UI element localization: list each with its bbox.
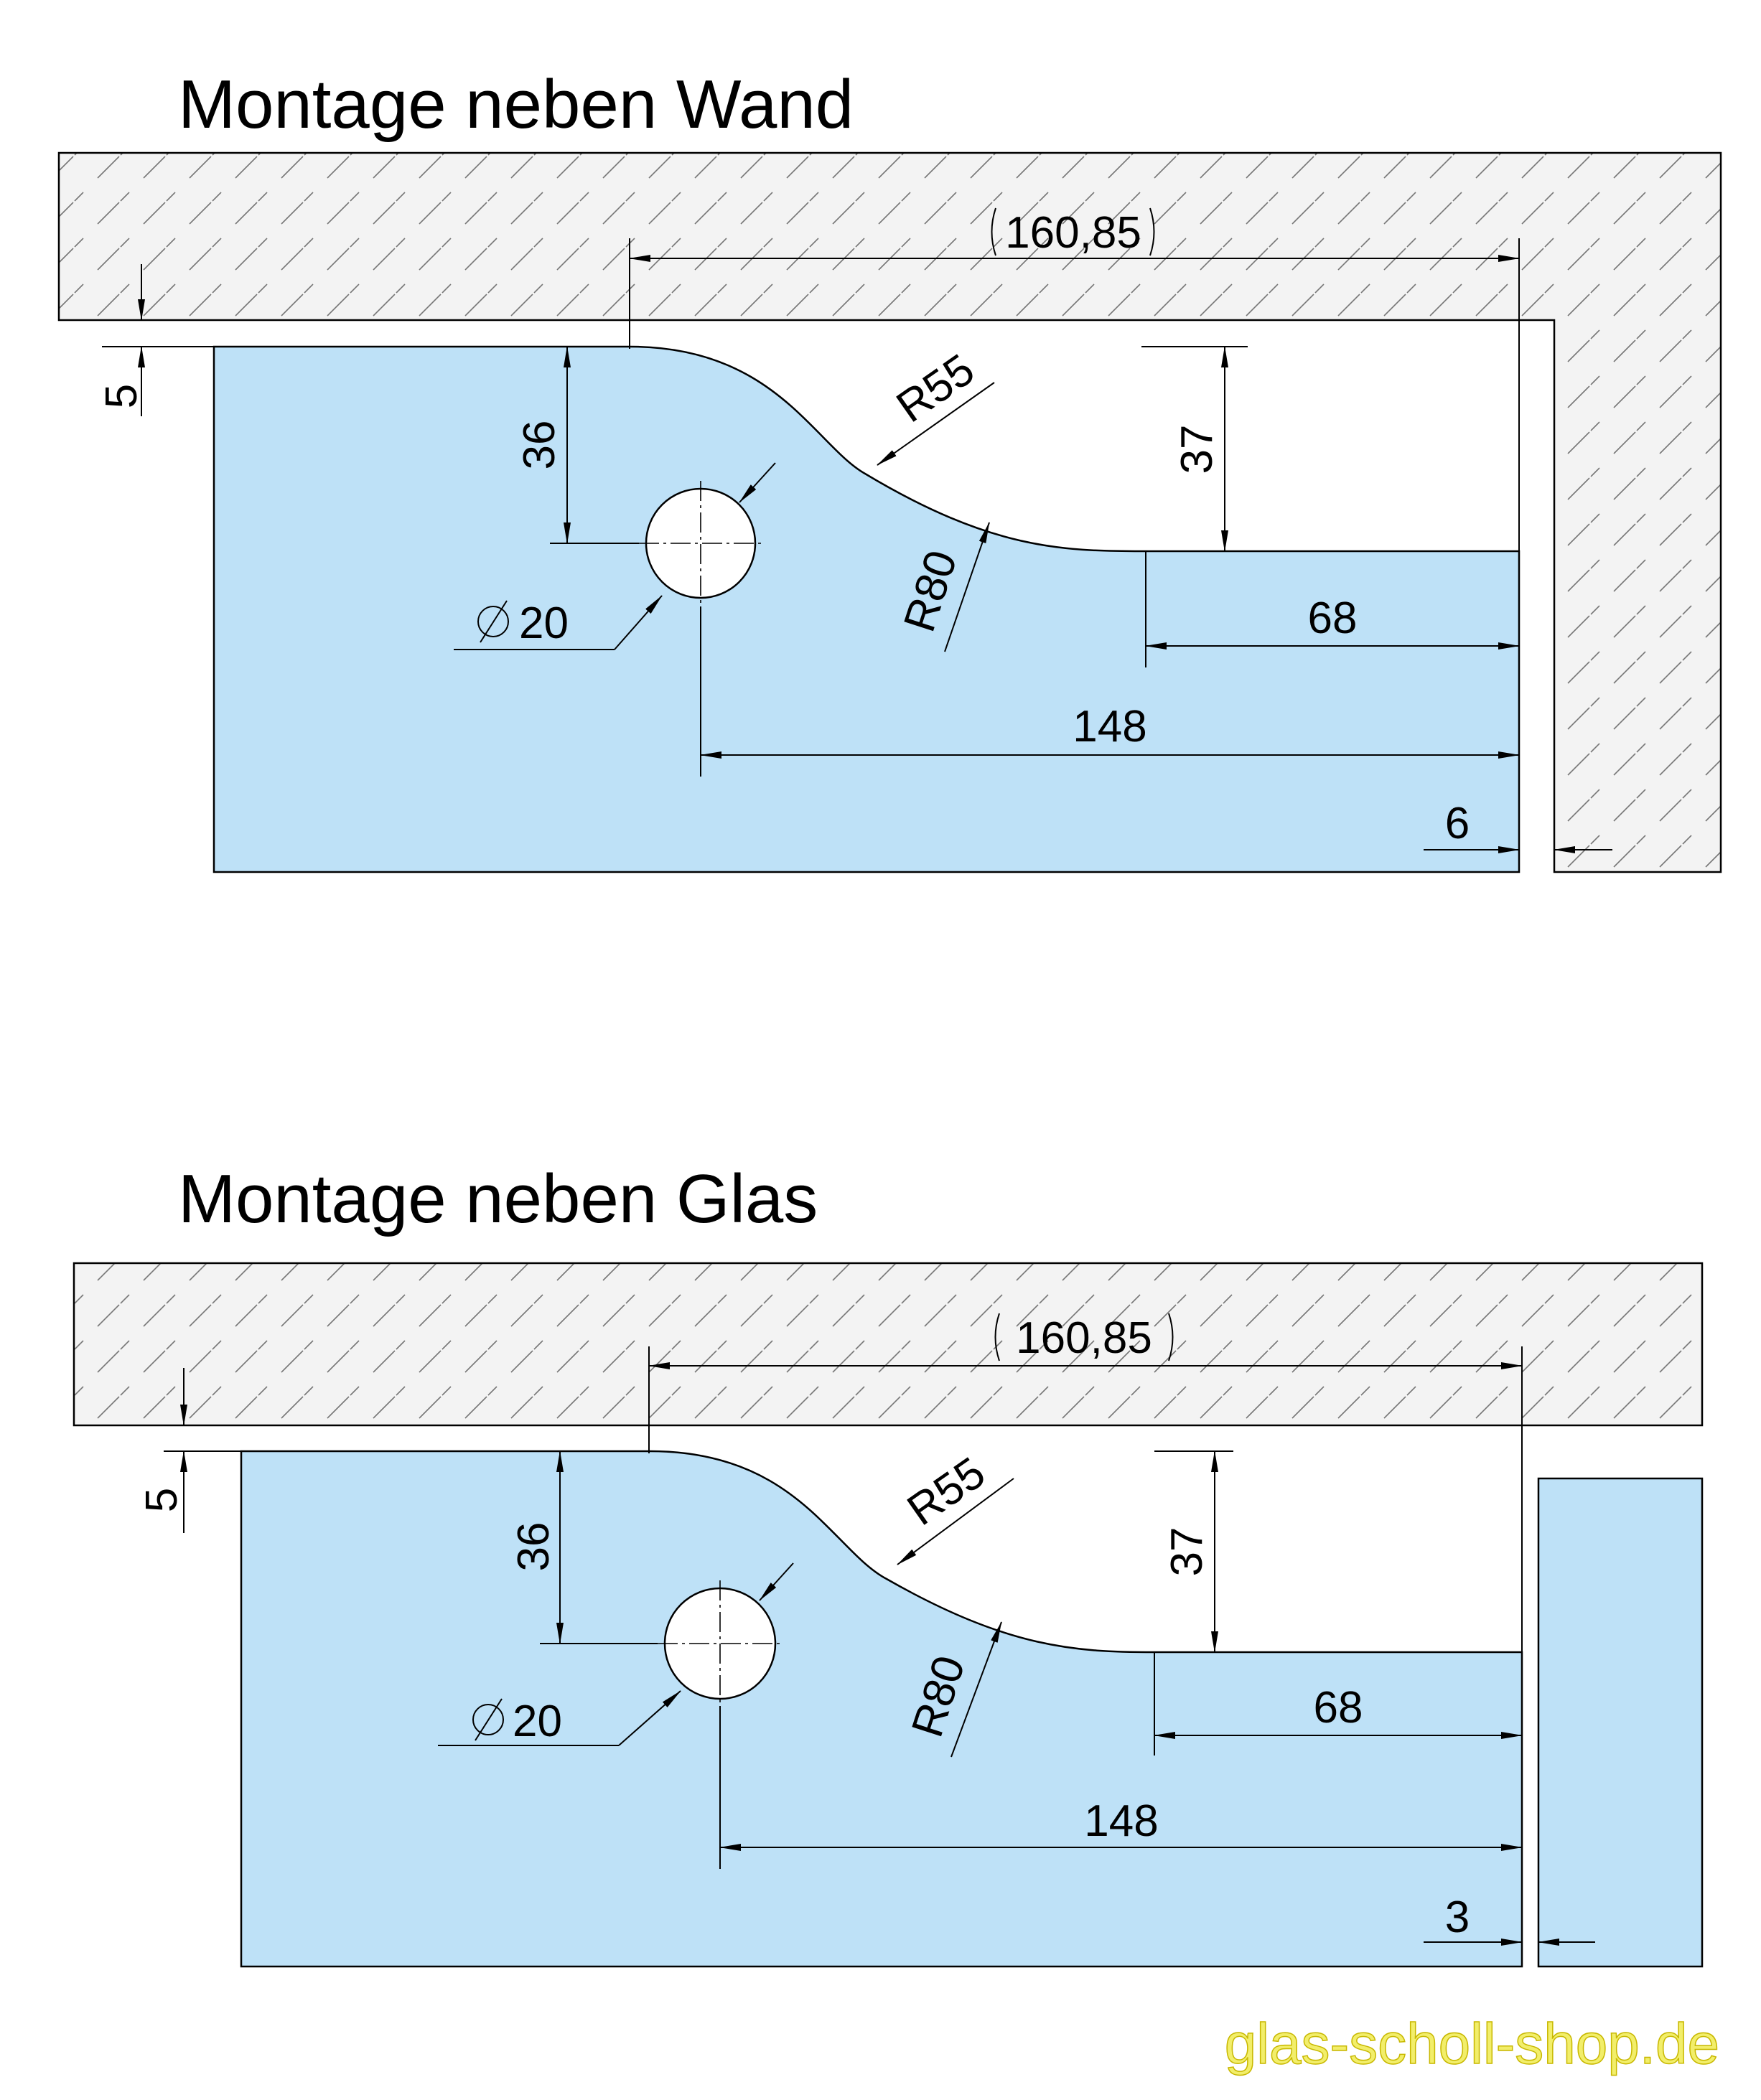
dim-gap-side: 6 [1445,799,1470,848]
dim-height-to-hole: 36 [515,421,564,470]
diameter-icon [477,600,509,643]
dim-gap-side: 3 [1445,1893,1470,1942]
glass-panel [212,345,1521,873]
wall-hatched [73,1262,1704,1427]
section-wall-mount: Montage neben Wand 160,85 5 36 37 R55 R8… [57,66,1722,873]
dim-radius-upper: R55 [899,1448,994,1535]
dim-height-to-hole: 36 [509,1522,559,1572]
dim-gap-top: 5 [97,384,146,408]
watermark: glas-scholl-shop.de [1225,2012,1719,2076]
dim-radius-upper: R55 [888,344,984,432]
section-title: Montage neben Glas [178,1161,818,1237]
dim-step-length: 68 [1308,594,1358,643]
wall-hatched [57,151,1722,873]
section-glass-mount: Montage neben Glas 160,85 5 36 37 R55 [73,1161,1704,1968]
dim-hole-diameter: 20 [519,599,569,648]
dim-gap-top: 5 [137,1488,187,1512]
adjacent-glass-panel [1537,1477,1704,1968]
dim-step-height: 37 [1172,425,1222,474]
dim-overall-length: 160,85 [1016,1313,1152,1363]
dim-step-height: 37 [1162,1527,1212,1577]
dim-hole-to-end: 148 [1084,1796,1158,1846]
dim-step-length: 68 [1314,1683,1363,1733]
dim-overall-length: 160,85 [1005,208,1141,258]
diameter-icon [472,1698,504,1741]
section-title: Montage neben Wand [178,66,854,143]
dim-hole-to-end: 148 [1073,702,1146,751]
dim-hole-diameter: 20 [513,1697,562,1746]
